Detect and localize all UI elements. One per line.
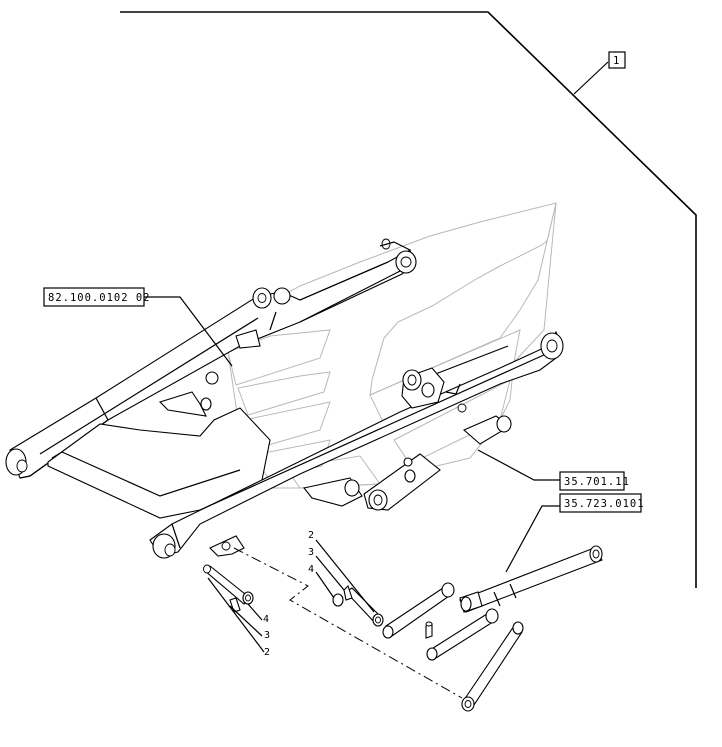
callout-assembly-text: 82.100.0102 02 [48, 292, 151, 304]
left-pin-group [203, 564, 265, 653]
watermark-logo [227, 202, 557, 489]
center-pin-group [315, 539, 384, 627]
center-item-2: 2 [308, 530, 314, 541]
main-leader-line [120, 11, 697, 588]
boom-arm [5, 238, 417, 519]
lift-arm [149, 330, 564, 559]
callout-cylinder-text: 35.701.11 [564, 476, 630, 488]
callout-ref-1: 1 [608, 51, 626, 69]
center-pin-labels: 2 3 4 [308, 530, 314, 575]
link-rods [382, 582, 524, 712]
callout-piston: 35.723.0101 [505, 493, 645, 573]
hydraulic-cylinder [459, 545, 603, 613]
callout-cylinder: 35.701.11 [477, 449, 630, 491]
callout-ref-1-text: 1 [613, 55, 620, 67]
callout-piston-text: 35.723.0101 [564, 498, 645, 510]
assembly-centerline [233, 547, 463, 699]
left-pin-labels: 4 3 2 [263, 614, 270, 658]
callout-assembly: 82.100.0102 02 [43, 287, 233, 367]
left-item-4: 4 [263, 614, 269, 625]
left-item-3: 3 [264, 630, 270, 641]
center-item-4: 4 [308, 564, 314, 575]
left-item-2: 2 [264, 647, 270, 658]
center-item-3: 3 [308, 547, 314, 558]
